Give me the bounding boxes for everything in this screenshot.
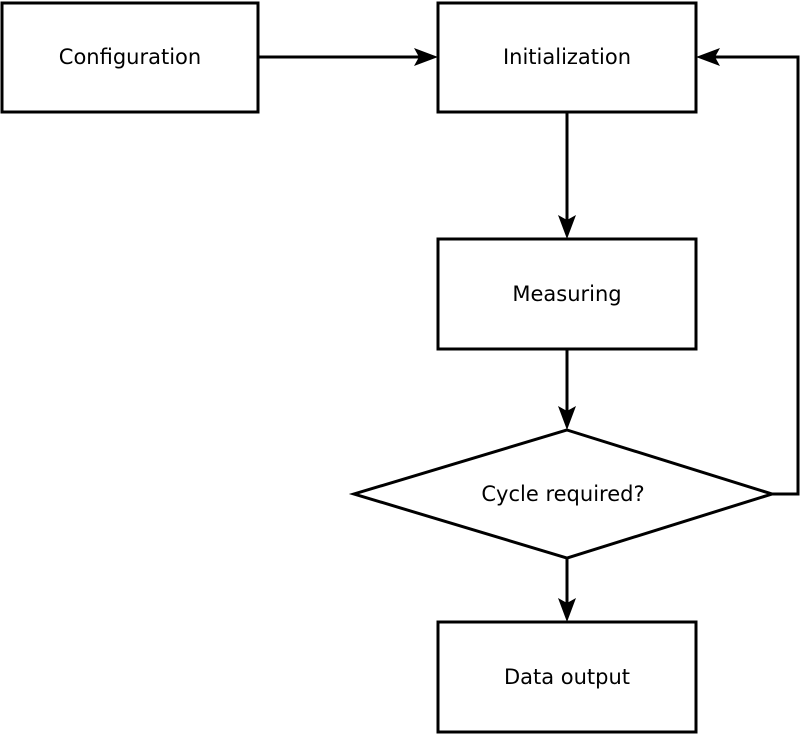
node-cycle-required[interactable]: Cycle required? [348,428,778,560]
edge-line-cycle-required-to-initialization [708,55,800,496]
arrowhead-down-data-output [558,598,576,622]
node-label-data-output: Data output [504,665,630,689]
edge-measuring-to-cycle-required [558,349,576,430]
node-shape-measuring[interactable] [436,237,698,351]
node-shape-data-output[interactable] [436,620,698,734]
node-shape-cycle-required[interactable] [348,428,778,560]
node-data-output[interactable]: Data output [436,620,698,734]
node-initialization[interactable]: Initialization [436,1,698,114]
edges-layer [258,48,800,622]
node-label-cycle-required: Cycle required? [481,482,644,506]
edge-cycle-required-to-data-output [558,558,576,622]
arrowhead-down-measuring [558,215,576,239]
node-shape-initialization[interactable] [436,1,698,114]
arrowhead-left-initialization [696,48,720,66]
node-measuring[interactable]: Measuring [436,237,698,351]
node-label-configuration: Configuration [59,45,201,69]
node-configuration[interactable]: Configuration [0,1,260,114]
node-label-measuring: Measuring [512,282,621,306]
arrowhead-right-initialization [414,48,438,66]
edge-initialization-to-measuring [558,112,576,239]
edge-configuration-to-initialization [258,48,438,66]
node-shape-configuration[interactable] [0,1,260,114]
node-label-initialization: Initialization [503,45,631,69]
arrowhead-down-cycle-required [558,406,576,430]
nodes-layer: Configuration Initialization Measuring C… [0,1,778,734]
edge-cycle-required-to-initialization [696,48,800,496]
